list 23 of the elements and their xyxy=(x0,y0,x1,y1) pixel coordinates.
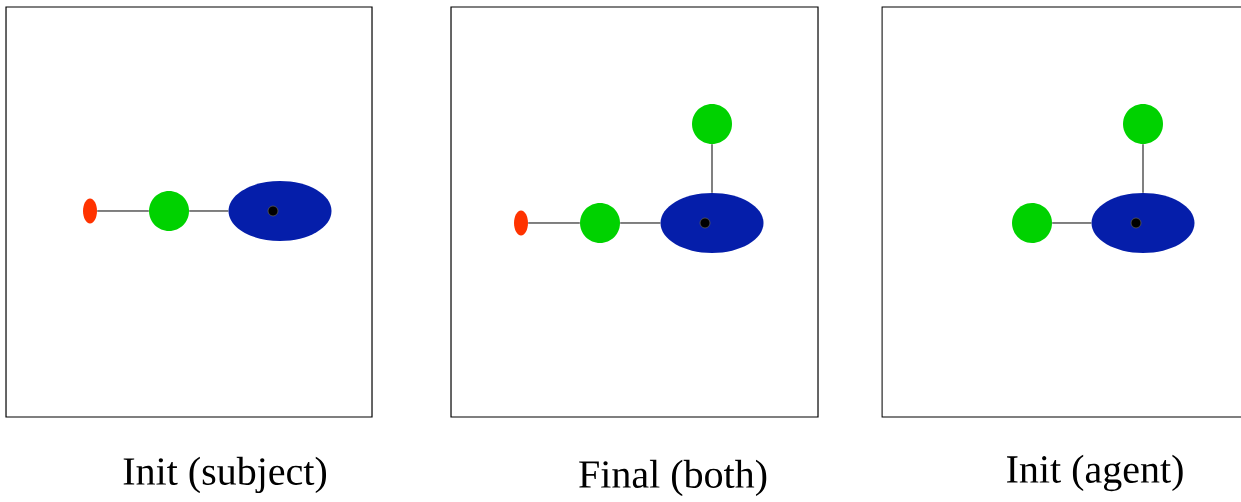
circle xyxy=(692,104,732,144)
connector-line xyxy=(1051,222,1092,224)
connector-line xyxy=(619,222,661,224)
connector-line xyxy=(711,143,713,194)
end-oval xyxy=(83,198,97,224)
connector-line xyxy=(527,222,581,224)
end-oval xyxy=(514,210,528,236)
ellipse-with-dot xyxy=(1091,193,1195,253)
panel-box xyxy=(5,6,373,418)
panel-caption: Init (subject) xyxy=(123,456,327,494)
circle xyxy=(1012,203,1052,243)
connector-line xyxy=(188,210,229,212)
connector-line xyxy=(1142,143,1144,194)
connector-line xyxy=(96,210,150,212)
panel-box xyxy=(450,6,819,418)
panel-caption: Init (agent) xyxy=(1007,454,1183,492)
panel-caption: Final (both) xyxy=(579,459,767,497)
panel-box xyxy=(881,6,1241,418)
circle xyxy=(580,203,620,243)
circle xyxy=(149,191,189,231)
circle xyxy=(1123,104,1163,144)
ellipse-with-dot xyxy=(660,193,764,253)
ellipse-with-dot xyxy=(228,181,332,241)
